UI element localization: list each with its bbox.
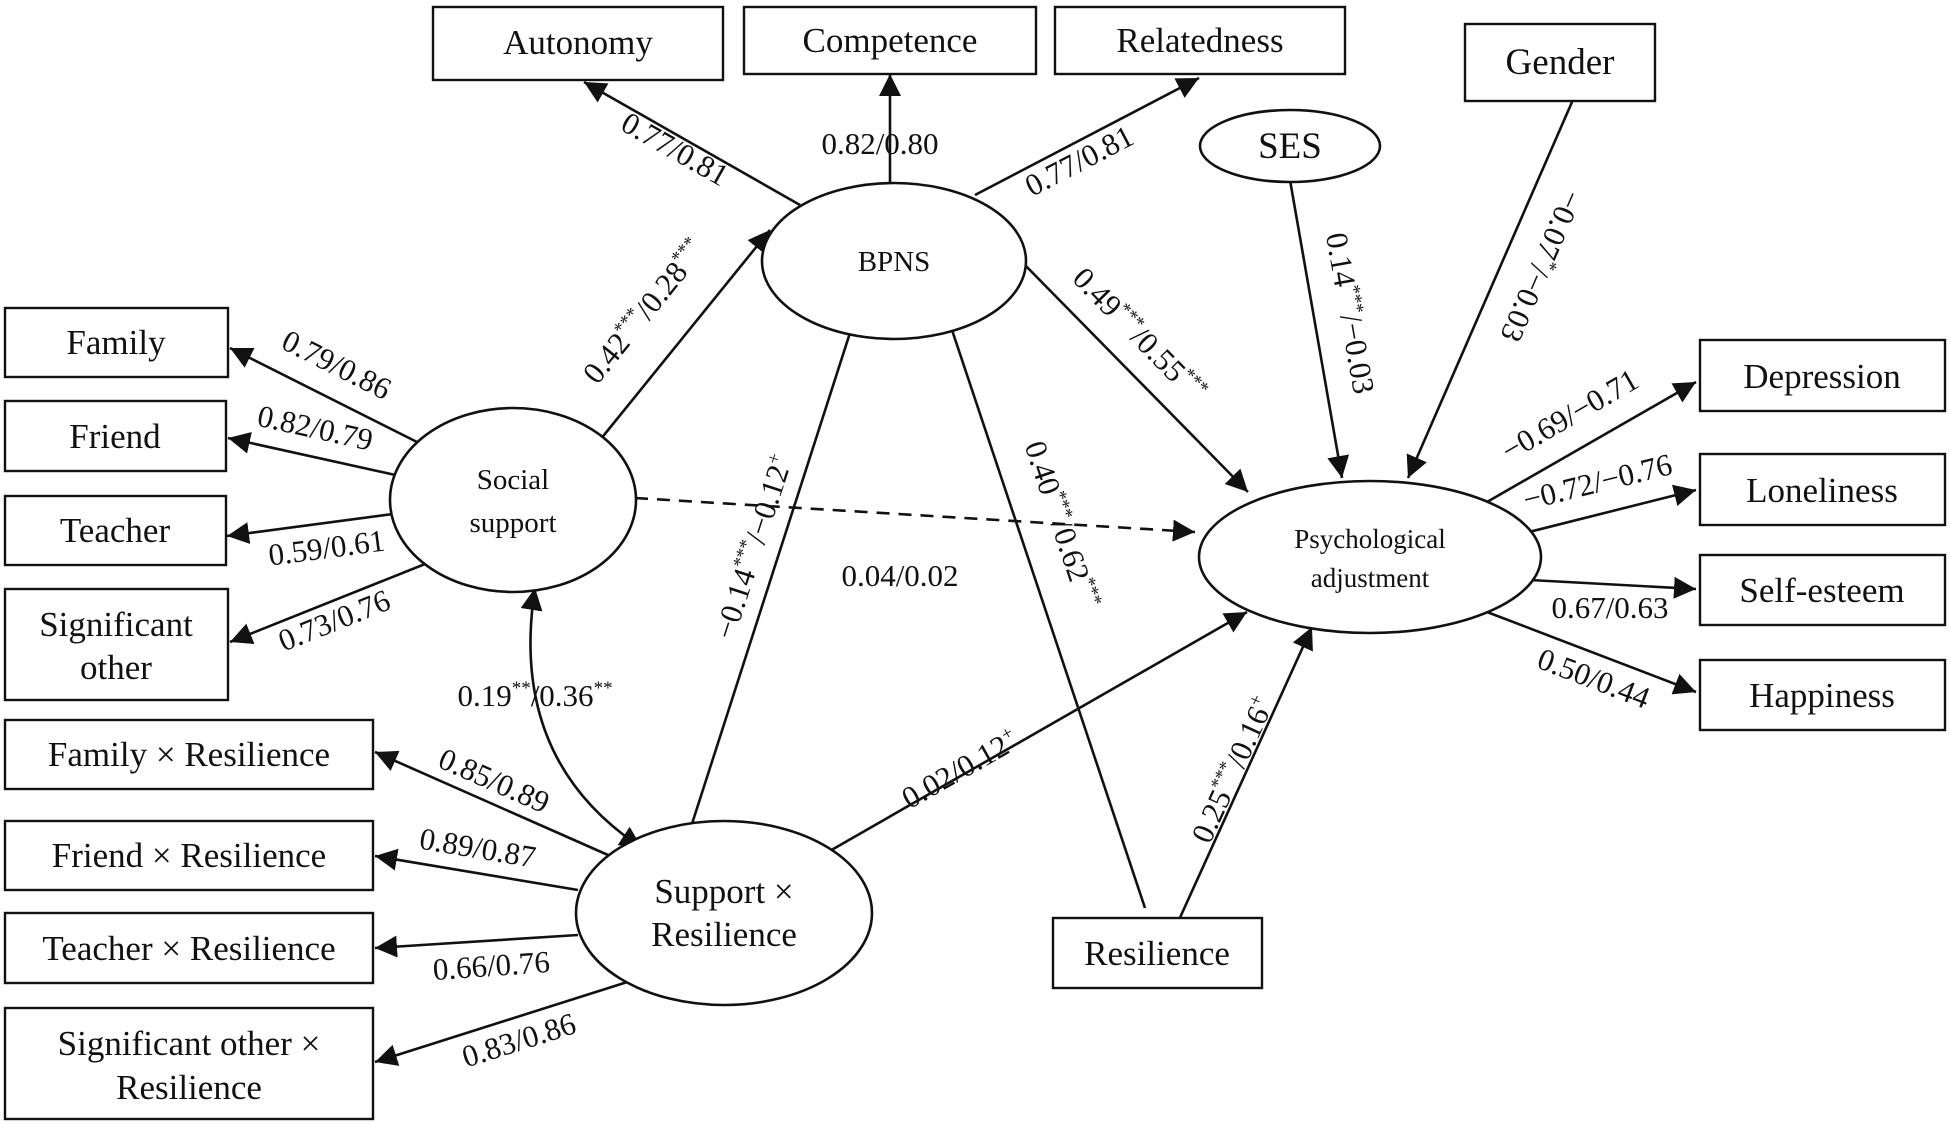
path-res-bpns [940, 305, 1147, 909]
node-resilience-label: Resilience [1084, 934, 1230, 973]
coef-sxr-family-res: 0.85/0.89 [434, 741, 555, 820]
node-support-x-res-line1: Support × [654, 872, 793, 911]
node-teacher-x-resilience: Teacher × Resilience [3, 911, 375, 985]
path-ss-pa-dashed [634, 496, 1196, 542]
path-pa-happiness [1486, 610, 1697, 695]
node-social-support: Social support [388, 406, 638, 594]
node-family-x-resilience: Family × Resilience [3, 718, 375, 791]
node-competence-label: Competence [803, 21, 978, 60]
coef-res-pa: 0.25***/0.16+ [1184, 691, 1281, 848]
node-happiness: Happiness [1698, 658, 1947, 732]
coef-ss-pa: 0.04/0.02 [841, 558, 958, 593]
node-self-esteem-label: Self-esteem [1739, 571, 1904, 610]
path-sxr-friend-res [374, 848, 579, 892]
node-autonomy-label: Autonomy [503, 23, 653, 62]
node-autonomy: Autonomy [431, 5, 725, 82]
node-psych-adj-line1: Psychological [1294, 524, 1445, 554]
path-bpns-relatedness [974, 76, 1200, 197]
node-friend-x-res-label: Friend × Resilience [52, 836, 326, 875]
coef-bpns-pa: 0.49***/0.55*** [1066, 260, 1213, 409]
coef-ss-sigother: 0.73/0.76 [273, 582, 395, 658]
node-psychological-adjustment: Psychological adjustment [1197, 479, 1543, 635]
node-support-x-resilience: Support × Resilience [574, 819, 874, 1007]
coef-pa-loneliness: −0.72/−0.76 [1519, 446, 1675, 517]
coef-sxr-bpns: −0.14***/−0.12+ [707, 450, 799, 643]
path-sxr-family-res [374, 750, 609, 857]
node-relatedness-label: Relatedness [1116, 21, 1283, 60]
node-teacher-x-res-label: Teacher × Resilience [42, 929, 335, 968]
node-friend: Friend [3, 399, 228, 473]
coef-pa-selfesteem: 0.67/0.63 [1551, 590, 1668, 625]
paths [226, 74, 1697, 1066]
node-significant-other-x-resilience: Significant other × Resilience [3, 1006, 375, 1121]
coef-ses-pa: 0.14***/−0.03 [1319, 230, 1382, 397]
node-significant-other-line2: other [80, 648, 152, 687]
path-pa-loneliness [1504, 484, 1697, 540]
node-teacher-label: Teacher [60, 511, 171, 550]
path-sxr-sigother-res [374, 976, 641, 1066]
node-self-esteem: Self-esteem [1698, 553, 1947, 627]
node-ses-label: SES [1258, 126, 1322, 167]
coef-bpns-autonomy: 0.77/0.81 [616, 105, 735, 193]
coef-ss-family: 0.79/0.86 [277, 323, 397, 407]
path-ss-sxr-covariance [520, 587, 643, 850]
path-ss-teacher [226, 512, 394, 545]
node-family-label: Family [66, 323, 166, 362]
path-sxr-teacher-res [374, 933, 579, 958]
path-pa-depression [1486, 380, 1697, 504]
path-ses-pa [1288, 179, 1350, 479]
path-gender-pa [1406, 101, 1574, 479]
coef-pa-depression: −0.69/−0.71 [1495, 362, 1644, 468]
node-bpns-label: BPNS [858, 246, 931, 278]
path-pa-selfesteem [1529, 576, 1697, 599]
path-bpns-autonomy [583, 80, 801, 207]
node-depression-label: Depression [1743, 357, 1900, 396]
path-bpns-pa [1021, 261, 1249, 493]
path-ss-friend [227, 432, 401, 478]
node-ses: SES [1198, 108, 1382, 184]
coef-ss-bpns: 0.42***/0.28*** [575, 233, 712, 390]
path-ss-bpns [598, 229, 772, 441]
node-social-support-line2: support [470, 507, 557, 539]
coef-ss-sxr-covariance: 0.19**/0.36** [457, 678, 612, 713]
node-depression: Depression [1698, 338, 1947, 413]
coef-res-bpns: 0.40***/0.62*** [1018, 437, 1106, 613]
node-significant-other: Significant other [3, 587, 230, 702]
path-sxr-bpns [688, 307, 862, 831]
node-family: Family [3, 306, 230, 379]
node-competence: Competence [742, 5, 1038, 76]
node-significant-other-line1: Significant [39, 605, 193, 644]
node-teacher: Teacher [3, 494, 228, 567]
coef-sxr-teacher-res: 0.66/0.76 [432, 944, 551, 987]
node-psych-adj-line2: adjustment [1311, 563, 1430, 593]
coef-bpns-competence: 0.82/0.80 [821, 126, 938, 161]
node-gender-label: Gender [1506, 42, 1615, 83]
path-sxr-pa [827, 610, 1248, 854]
node-gender: Gender [1463, 22, 1657, 103]
node-happiness-label: Happiness [1749, 676, 1895, 715]
node-friend-label: Friend [69, 417, 161, 456]
node-social-support-line1: Social [477, 464, 550, 496]
node-loneliness-label: Loneliness [1746, 471, 1898, 510]
node-sig-other-x-res-line2: Resilience [116, 1068, 262, 1107]
coef-sxr-pa: 0.02/0.12+ [896, 722, 1025, 815]
node-friend-x-resilience: Friend × Resilience [3, 819, 375, 892]
node-bpns: BPNS [760, 181, 1028, 341]
path-ss-family [229, 346, 418, 444]
coef-ss-teacher: 0.59/0.61 [266, 523, 387, 573]
coef-gender-pa: −0.07*/−0.03 [1493, 185, 1590, 347]
path-res-pa [1176, 626, 1314, 923]
node-support-x-res-line2: Resilience [651, 915, 797, 954]
node-resilience: Resilience [1051, 916, 1264, 990]
node-loneliness: Loneliness [1698, 452, 1947, 527]
node-family-x-res-label: Family × Resilience [48, 735, 330, 774]
coef-bpns-relatedness: 0.77/0.81 [1019, 118, 1139, 203]
node-sig-other-x-res-line1: Significant other × [58, 1024, 321, 1063]
path-ss-sigother [229, 560, 431, 645]
node-relatedness: Relatedness [1053, 5, 1347, 76]
